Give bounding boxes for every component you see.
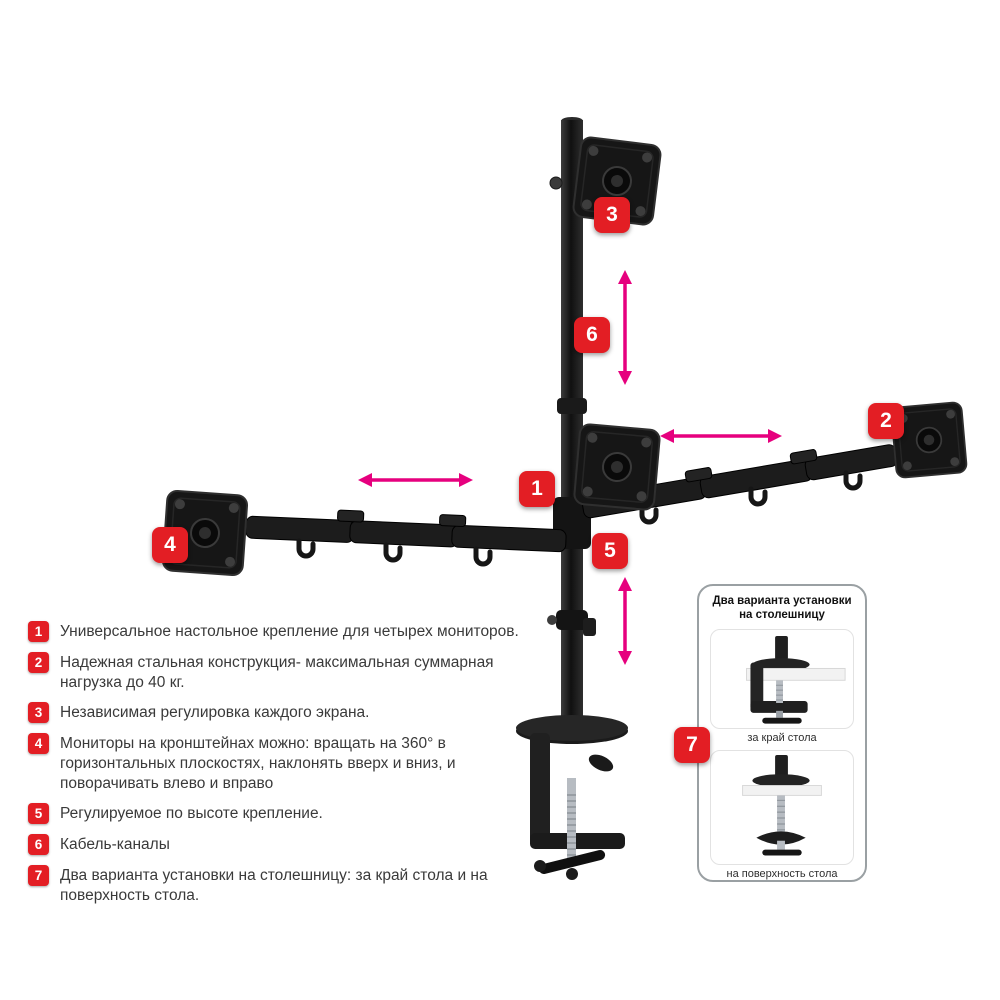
feature-item-1: 1 Универсальное настольное крепление для… — [28, 621, 588, 642]
desk-clamp — [516, 690, 628, 880]
left-arm — [245, 509, 567, 564]
feature-item-7: 7 Два варианта установки на столешницу: … — [28, 865, 588, 905]
feature-item-3: 3 Независимая регулировка каждого экрана… — [28, 702, 588, 724]
swivel-arrow-left — [358, 473, 473, 487]
grommet-mount-photo — [710, 750, 854, 865]
feature-number-badge: 2 — [28, 652, 49, 673]
grommet-mount-illustration — [742, 755, 822, 856]
vesa-plate-center — [572, 422, 662, 512]
feature-item-5: 5 Регулируемое по высоте крепление. — [28, 803, 588, 825]
feature-text: Независимая регулировка каждого экрана. — [60, 704, 370, 722]
feature-number-badge: 4 — [28, 733, 49, 755]
feature-item-4: 4 Мониторы на кронштейнах можно: вращать… — [28, 733, 588, 793]
feature-number-badge: 7 — [28, 865, 49, 887]
feature-text: Два варианта установки на столешницу: за… — [60, 867, 488, 905]
feature-list: 1 Универсальное настольное крепление для… — [28, 621, 588, 906]
option-caption-surface: на поверхность стола — [726, 867, 838, 880]
feature-item-6: 6 Кабель-каналы — [28, 834, 588, 856]
edge-clamp-photo — [710, 628, 854, 730]
callout-3: 3 — [594, 197, 630, 233]
feature-number-badge: 3 — [28, 702, 49, 724]
feature-number-badge: 5 — [28, 803, 49, 825]
panel-title: Два варианта установки на столешницу — [712, 595, 852, 622]
feature-text: Регулируемое по высоте крепление. — [60, 805, 323, 823]
feature-text: Мониторы на кронштейнах можно: вращать н… — [60, 735, 456, 792]
callout-5: 5 — [592, 533, 628, 569]
mounting-options-panel: Два варианта установки на столешницу за … — [697, 584, 867, 882]
callout-2: 2 — [868, 403, 904, 439]
callout-1: 1 — [519, 471, 555, 507]
pole — [547, 117, 596, 720]
option-caption-edge: за край стола — [747, 732, 817, 745]
callout-4: 4 — [152, 527, 188, 563]
height-adjust-arrow-bottom — [618, 577, 632, 665]
feature-item-2: 2 Надежная стальная конструкция- максима… — [28, 652, 588, 692]
edge-clamp-illustration — [746, 635, 846, 724]
swivel-arrow-right — [660, 429, 782, 443]
callout-6: 6 — [574, 317, 610, 353]
callout-7: 7 — [674, 727, 710, 763]
feature-text: Надежная стальная конструкция- максималь… — [60, 654, 494, 691]
vesa-plate-top — [549, 135, 663, 227]
feature-number-badge: 6 — [28, 834, 49, 856]
height-adjust-arrow-top — [618, 270, 632, 385]
feature-number-badge: 1 — [28, 621, 49, 642]
feature-text: Универсальное настольное крепление для ч… — [60, 623, 519, 640]
feature-text: Кабель-каналы — [60, 836, 170, 854]
